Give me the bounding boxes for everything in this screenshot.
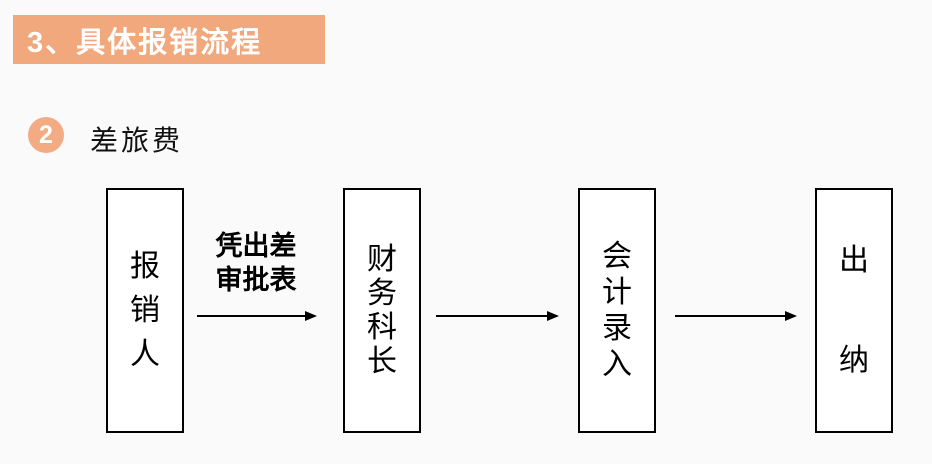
section-title: 3、具体报销流程 xyxy=(27,26,263,59)
flow-node-finance-section-chief-label: 财务科长 xyxy=(367,242,397,378)
flow-node-finance-section-chief: 财务科长 xyxy=(343,188,421,433)
flow-node-cashier-label: 出纳 xyxy=(839,243,869,377)
section-title-banner: 3、具体报销流程 xyxy=(13,15,325,64)
flow-arrow-2 xyxy=(436,315,557,317)
step-number-badge: 2 xyxy=(28,117,64,153)
flow-arrow-1 xyxy=(197,315,315,317)
flow-node-reimburser-label: 报销人 xyxy=(130,249,160,371)
flow-node-accounting-entry: 会计录入 xyxy=(578,188,656,433)
arrow-annotation-travel-approval-form: 凭出差 审批表 xyxy=(215,231,297,295)
flow-node-accounting-entry-label: 会计录入 xyxy=(602,239,632,381)
flow-node-reimburser: 报销人 xyxy=(106,188,184,433)
expense-type-label: 差旅费 xyxy=(90,125,184,156)
flow-node-cashier: 出纳 xyxy=(815,188,893,433)
flow-arrow-3 xyxy=(675,315,795,317)
